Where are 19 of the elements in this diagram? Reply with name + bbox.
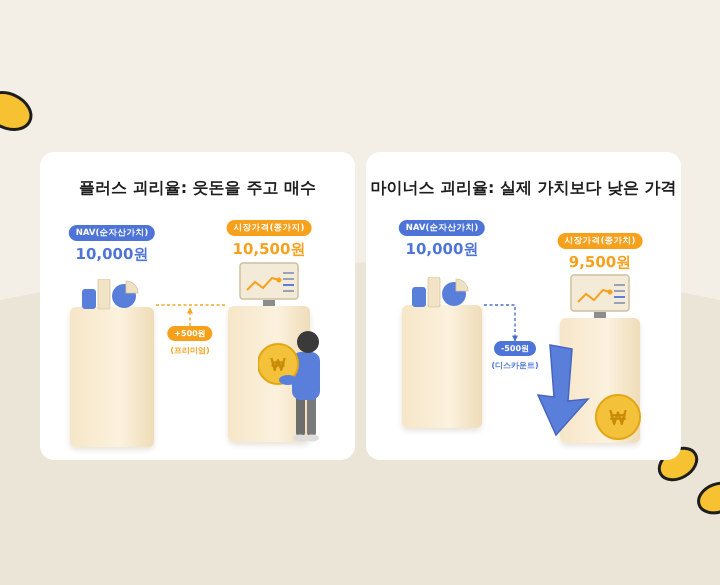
dashed-line (156, 304, 226, 306)
price-value: 9,500원 (568, 253, 632, 272)
price-value: 10,000원 (404, 240, 480, 259)
diagram-card (40, 152, 355, 460)
label-pill: 시장가격(종가지) (226, 220, 312, 236)
card-title: 마이너스 괴리율: 실제 가치보다 낮은 가격 (369, 178, 678, 199)
amount-pill: +500원 (167, 326, 213, 341)
amount-note: (프리미엄) (169, 345, 211, 356)
card-title: 플러스 괴리율: 웃돈을 주고 매수 (78, 178, 317, 199)
label-pill: 시장가격(종가치) (558, 233, 642, 249)
amount-note: (디스카운트) (490, 360, 540, 371)
price-value: 10,000원 (74, 245, 150, 264)
diagram-card (366, 152, 681, 460)
amount-pill: -500원 (494, 341, 536, 356)
dashed-arrow (187, 307, 193, 326)
label-pill: NAV(순자산가치) (398, 220, 486, 236)
label-pill: NAV(순자산가치) (68, 225, 156, 241)
price-value: 10,500원 (232, 240, 306, 259)
dashed-arrow (484, 304, 518, 342)
